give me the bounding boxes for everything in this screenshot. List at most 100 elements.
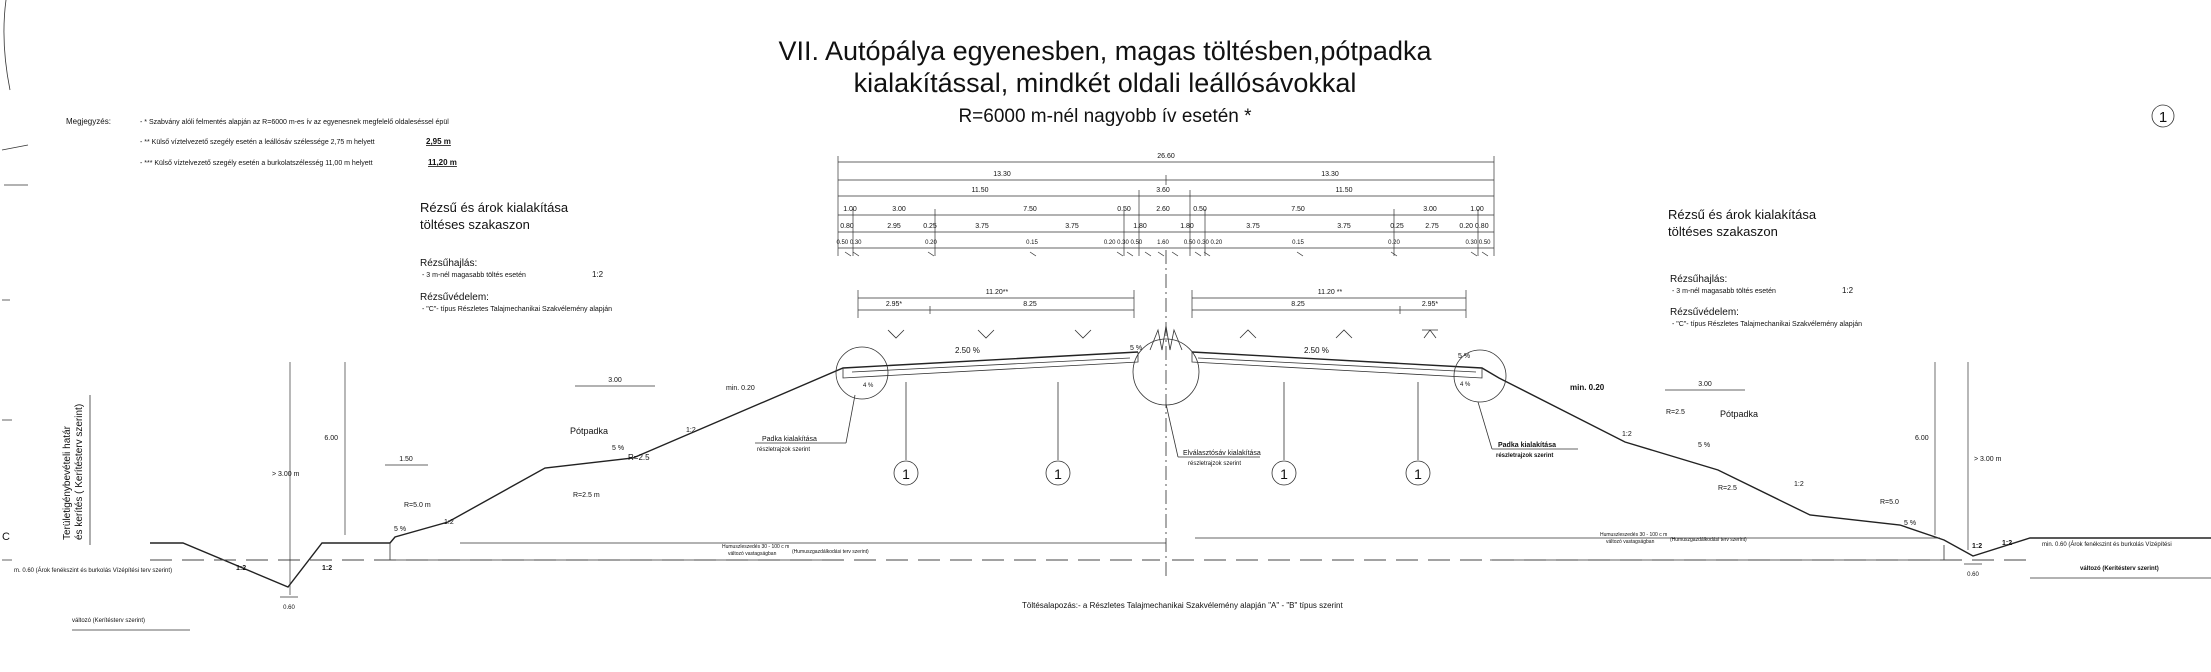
circle-ref-3: 1 <box>1280 466 1288 482</box>
dim-r4-6: 1.80 <box>1180 223 1194 230</box>
left-info-block: Rézsű és árok kialakítása töltéses szaka… <box>420 200 612 313</box>
height-gt3-right: > 3.00 m <box>1974 456 2002 463</box>
slope-12-e: 1:2 <box>236 565 246 572</box>
right-protection-text: - "C"- típus Részletes Talajmechanikai S… <box>1672 321 1862 328</box>
notes: Megjegyzés: - * Szabvány alóli felmentés… <box>66 117 457 167</box>
left-heading-2: töltéses szakaszon <box>420 217 530 232</box>
dim-r3-1: 3.00 <box>892 206 906 213</box>
padka-note-right-1: Padka kialakítása <box>1498 442 1556 449</box>
dim-r4-9: 0.25 <box>1390 223 1404 230</box>
height-gt3-left: > 3.00 m <box>272 471 300 478</box>
humus-left-2: változó vastagságban <box>728 551 777 557</box>
slope-12-f: 1:2 <box>322 565 332 572</box>
title-line-2: kialakítással, mindkét oldali leállósávo… <box>854 68 1357 98</box>
height-600-right: 6.00 <box>1915 435 1929 442</box>
dim-r3-2: 7.50 <box>1023 206 1037 213</box>
slope-right: 2.50 % <box>1304 346 1329 355</box>
ditch-note-right: min. 0.60 (Árok fenékszint és burkolás V… <box>2042 541 2172 548</box>
dim-width-right: 11.50 <box>1336 187 1353 194</box>
dim-r4-5: 1.80 <box>1133 223 1147 230</box>
berm-150: 1.50 <box>399 456 413 463</box>
slope-12-d: 1:2 <box>1794 481 1804 488</box>
right-slope-value: 1:2 <box>1842 286 1854 295</box>
dim-pavement-right: 11.20 ** <box>1318 289 1343 296</box>
left-slope-text: - 3 m-nél magasabb töltés esetén <box>422 272 526 279</box>
radius-25-right-top: R=2.5 <box>1666 409 1685 416</box>
dim-r5-5: 0.50 0.30 0.20 <box>1184 240 1223 246</box>
dim-r3-5: 0.50 <box>1193 206 1207 213</box>
dim-r5-3: 0.20 0.30 0.50 <box>1104 240 1143 246</box>
dim-r4-1: 2.95 <box>887 223 901 230</box>
left-protection-text: - "C"- típus Részletes Talajmechanikai S… <box>422 306 612 313</box>
dim-r3-4: 2.60 <box>1156 206 1170 213</box>
dim-r3-8: 1.00 <box>1470 206 1484 213</box>
slope-4-right: 4 % <box>1460 382 1471 388</box>
slope-5-right: 5 % <box>1458 353 1470 360</box>
dim-r5-0: 0.50 0.30 <box>836 240 862 246</box>
variable-right: változó (Kerítésterv szerint) <box>2080 566 2159 572</box>
ditch-depth-left: 0.60 <box>283 605 295 611</box>
dim-r5-1: 0.20 <box>925 240 937 246</box>
left-slope-value: 1:2 <box>592 270 604 279</box>
slope-5-ditch-left: 5 % <box>394 526 406 533</box>
radius-50-right: R=5.0 <box>1880 499 1899 506</box>
dim-r3-6: 7.50 <box>1291 206 1305 213</box>
humus-left-1: Humuszleszedés 30 - 100 c m <box>722 544 789 550</box>
dim-half-right: 13.30 <box>1321 171 1339 178</box>
left-slope-heading: Rézsűhajlás: <box>420 258 477 269</box>
dim-r4-4: 3.75 <box>1065 223 1079 230</box>
note-2: - ** Külső víztelvezető szegély esetén a… <box>140 139 375 146</box>
dim-shoulder-left: 2.95* <box>886 301 903 308</box>
dim-r5-2: 0.15 <box>1026 240 1038 246</box>
notes-label: Megjegyzés: <box>66 117 111 126</box>
ditch-note-left: m. 0.60 (Árok fenékszint és burkolás Víz… <box>14 567 172 574</box>
dim-pavement-left: 11.20** <box>986 289 1009 296</box>
note-1: - * Szabvány alóli felmentés alapján az … <box>140 119 449 126</box>
slope-5-left: 5 % <box>1130 345 1142 352</box>
dim-r5-6: 0.15 <box>1292 240 1304 246</box>
dim-lanes-left: 8.25 <box>1023 301 1037 308</box>
dim-r5-4: 1.60 <box>1157 240 1169 246</box>
dim-total: 26.60 <box>1157 153 1175 160</box>
radius-50-left: R=5.0 m <box>404 502 431 509</box>
note-3-value: 11,20 m <box>428 158 457 167</box>
right-protection-heading: Rézsűvédelem: <box>1670 307 1739 318</box>
embankment-outline <box>150 351 2211 588</box>
circle-ref-4: 1 <box>1414 466 1422 482</box>
dim-shoulder-right: 2.95* <box>1422 301 1439 308</box>
note-2-value: 2,95 m <box>426 137 451 146</box>
radius-25-left: R=2.5 <box>628 453 650 462</box>
dim-r4-10: 2.75 <box>1425 223 1439 230</box>
lane-markers <box>887 329 1438 339</box>
sheet-number-circle <box>2151 104 2175 128</box>
section-annotations: 2.50 % 2.50 % 5 % 5 % 4 % 4 % min. 0.20 … <box>14 345 2211 631</box>
dim-r3-0: 1.00 <box>843 206 857 213</box>
left-edge-fragments <box>1 0 29 561</box>
left-protection-heading: Rézsűvédelem: <box>420 292 489 303</box>
ditch-depth-right: 0.60 <box>1967 572 1979 578</box>
variable-left: változó (Kerítésterv szerint) <box>72 618 145 624</box>
slope-12-c: 1:2 <box>1622 431 1632 438</box>
dim-lanes-right: 8.25 <box>1291 301 1305 308</box>
berm-300-right: 3.00 <box>1698 381 1712 388</box>
foundation-note: Töltésalapozás:- a Részletes Talajmechan… <box>1022 601 1343 610</box>
potpadka-left: Pótpadka <box>570 426 608 436</box>
slope-12-a: 1:2 <box>686 427 696 434</box>
sheet-number: 1 <box>2159 109 2167 126</box>
padka-note-left-1: Padka kialakítása <box>762 436 817 443</box>
radius-25-right-low: R=2.5 <box>1718 485 1737 492</box>
right-heading-1: Rézsű és árok kialakítása <box>1668 207 1817 222</box>
right-slope-text: - 3 m-nél magasabb töltés esetén <box>1672 288 1776 295</box>
dim-r3-7: 3.00 <box>1423 206 1437 213</box>
dim-r4-7: 3.75 <box>1246 223 1260 230</box>
slope-5-ditch-right: 5 % <box>1904 520 1916 527</box>
dim-median: 3.60 <box>1156 187 1170 194</box>
dim-r4-0: 0.80 <box>840 223 854 230</box>
left-heading-1: Rézsű és árok kialakítása <box>420 200 569 215</box>
right-slope-heading: Rézsűhajlás: <box>1670 274 1727 285</box>
right-info-block: Rézsű és árok kialakítása töltéses szaka… <box>1668 207 1862 328</box>
padka-note-right-2: részletrajzok szerint <box>1496 453 1553 459</box>
slope-4-left: 4 % <box>863 383 874 389</box>
humus-right-1: Humuszleszedés 30 - 100 c m <box>1600 532 1667 538</box>
